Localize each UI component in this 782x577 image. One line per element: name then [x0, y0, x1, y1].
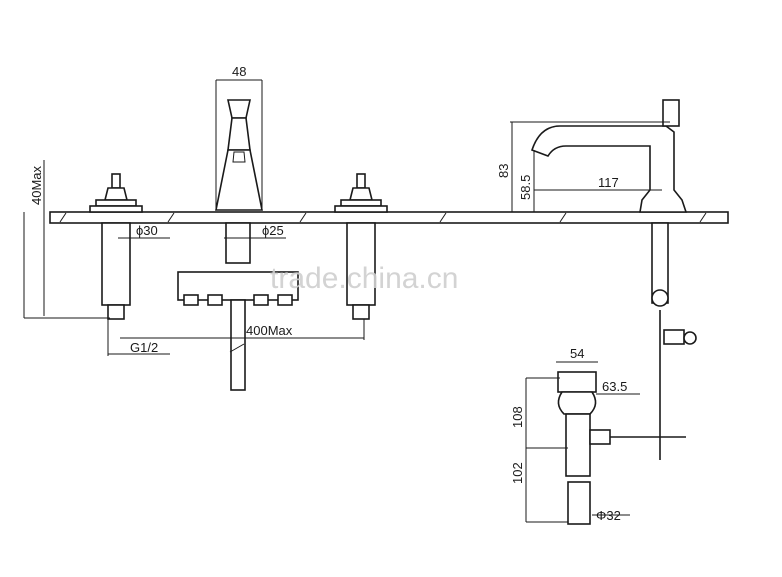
- deck-slab: [49, 211, 729, 224]
- dim-tub-outlet-height: 58.5: [518, 175, 533, 200]
- dim-tub-reach: 117: [598, 175, 619, 190]
- dim-tub-height: 83: [496, 164, 511, 178]
- right-handle-valve: [334, 173, 388, 320]
- dim-drain-width: 54: [570, 346, 584, 361]
- dim-drain-inner: 63.5: [602, 379, 627, 394]
- watermark: trade.china.cn: [270, 262, 458, 295]
- dim-spout-width: 48: [232, 64, 246, 79]
- dimension-lines: [23, 79, 670, 523]
- tub-spout: [530, 99, 697, 460]
- dim-drain-pipe: Φ32: [596, 508, 621, 523]
- left-handle-valve: [89, 173, 143, 320]
- dim-drain-height: 108: [510, 406, 525, 428]
- dim-hole-left: ϕ30: [136, 223, 158, 238]
- dim-hole-center: ϕ25: [262, 223, 284, 238]
- dim-deck-max: 40Max: [29, 165, 44, 205]
- drain-assembly: [557, 371, 686, 525]
- dim-drain-lower: 102: [510, 462, 525, 484]
- dim-thread: G1/2: [130, 340, 158, 355]
- dim-spread-max: 400Max: [246, 323, 293, 338]
- center-spout: [177, 99, 299, 391]
